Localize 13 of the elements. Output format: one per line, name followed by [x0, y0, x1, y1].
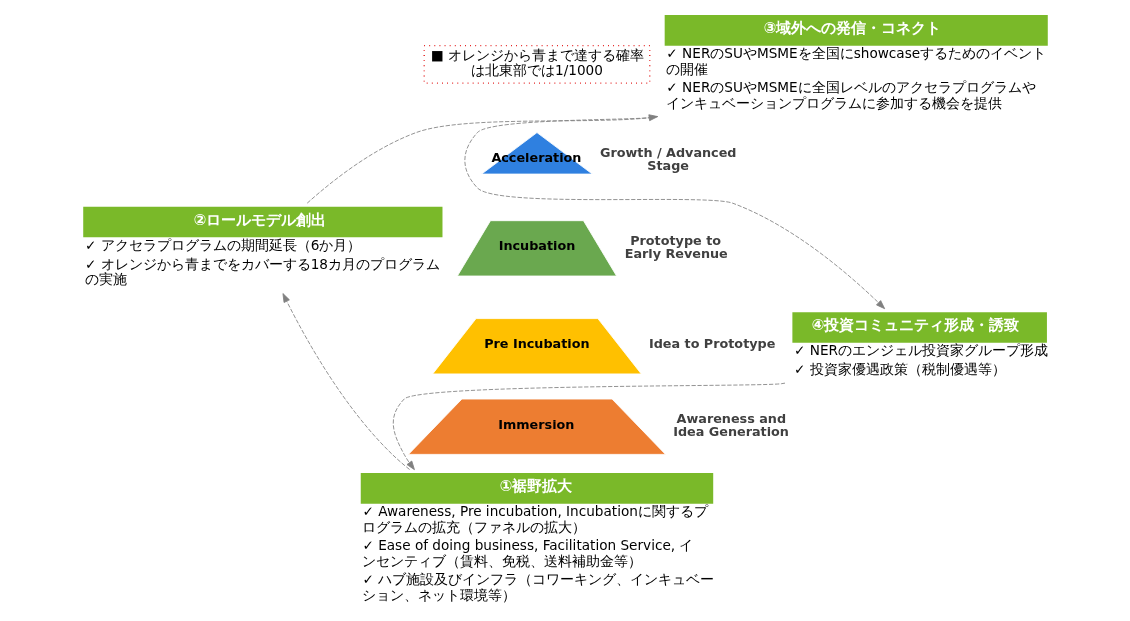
node-label: ✓ オレンジから青までをカバーする18カ月のプログラムの実施	[84, 255, 440, 287]
node-label: ✓ NERのSUやMSMEを全国にshowcaseするためのイベントの開催	[665, 45, 1046, 77]
node-label: ✓ 投資家優遇政策（税制優遇等）	[793, 361, 1006, 378]
node-label: ✓ Ease of doing business, Facilitation Service, インセンティブ（賃料、免税、送料補助金等）	[361, 537, 693, 569]
node-label: Idea to Prototype	[648, 336, 775, 352]
node-label: ✓ アクセラプログラムの期間延長（6か月）	[84, 236, 361, 253]
node-label: Awareness and Idea Generation	[672, 411, 789, 440]
node-label: ✓ NERのSUやMSMEに全国レベルのアクセラプログラムやインキュベーションプログラムに参加する機会を提供	[665, 79, 1036, 111]
node-label: ✓ NERのエンジェル投資家グループ形成	[793, 342, 1048, 359]
node-label: ✓ ハブ施設及びインフラ（コワーキング、インキュベーション、ネット環境等）	[361, 571, 714, 603]
node-label: ✓ Awareness, Pre incubation, Incubationに関するプログラムの拡充（ファネルの拡大）	[361, 503, 708, 535]
node-label: Growth / Advanced Stage	[599, 144, 736, 173]
node-label: Prototype to Early Revenue	[624, 232, 728, 261]
